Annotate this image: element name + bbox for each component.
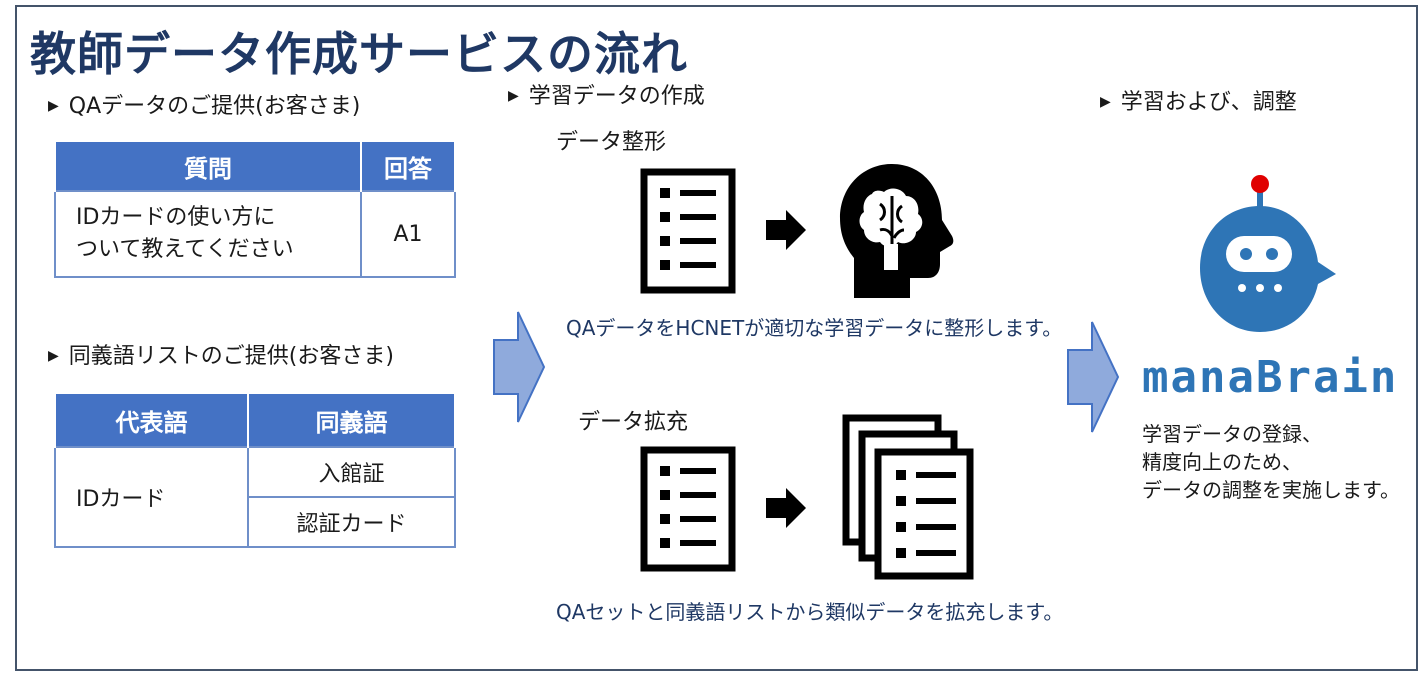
qa-question-line1: IDカードの使い方に (76, 205, 276, 230)
expand-title: データ拡充 (578, 410, 689, 435)
synonym-header-term: 代表語 (54, 392, 249, 447)
table-row: IDカード 入館証 (54, 446, 456, 548)
product-desc-line1: 学習データの登録、 (1142, 422, 1322, 446)
expand-caption: QAセットと同義語リストから類似データを拡充します。 (556, 600, 1064, 624)
product-description: 学習データの登録、 精度向上のため、 データの調整を実施します。 (1142, 420, 1400, 504)
qa-table-header: 質問 回答 (54, 140, 456, 191)
section-train-label: 学習および、調整 (1120, 90, 1297, 115)
qa-question-cell: IDカードの使い方に ついて教えてください (54, 190, 362, 278)
product-desc-line2: 精度向上のため、 (1142, 450, 1302, 474)
flow-arrow-icon (1067, 321, 1120, 433)
brain-head-icon (840, 164, 954, 298)
synonym-cell: 認証カード (247, 496, 456, 548)
product-logo: manaBrain (1142, 352, 1399, 403)
flow-arrow-icon (493, 311, 546, 423)
product-desc-line3: データの調整を実施します。 (1142, 478, 1400, 502)
format-caption: QAデータをHCNETが適切な学習データに整形します。 (566, 316, 1063, 340)
page-title: 教師データ作成サービスの流れ (30, 27, 688, 81)
section-qa: ▶ QAデータのご提供(お客さま) (48, 88, 360, 120)
synonym-table: 代表語 同義語 IDカード 入館証 認証カード (54, 392, 456, 548)
bullet-icon: ▶ (48, 98, 59, 114)
right-arrow-icon (766, 488, 806, 528)
qa-table: 質問 回答 IDカードの使い方に ついて教えてください A1 (54, 140, 456, 278)
list-document-icon (640, 446, 736, 572)
section-create: ▶ 学習データの作成 (508, 78, 705, 110)
bullet-icon: ▶ (508, 88, 519, 104)
document-stack-icon (842, 414, 974, 580)
synonym-header-synonyms: 同義語 (247, 392, 456, 447)
section-synonym-label: 同義語リストのご提供(お客さま) (68, 344, 394, 369)
section-synonym: ▶ 同義語リストのご提供(お客さま) (48, 338, 394, 370)
section-create-label: 学習データの作成 (528, 84, 705, 109)
bullet-icon: ▶ (1100, 94, 1111, 110)
qa-header-answer: 回答 (360, 140, 456, 191)
synonym-cell: 入館証 (247, 446, 456, 498)
qa-header-question: 質問 (54, 140, 362, 191)
qa-answer-cell: A1 (360, 190, 456, 278)
section-train: ▶ 学習および、調整 (1100, 84, 1297, 116)
slide-frame (15, 5, 1418, 671)
section-qa-label: QAデータのご提供(お客さま) (68, 94, 361, 119)
table-row: 認証カード (55, 496, 456, 548)
robot-chat-icon (1200, 175, 1336, 332)
table-row: IDカードの使い方に ついて教えてください A1 (54, 190, 456, 278)
right-arrow-icon (766, 210, 806, 250)
synonym-term-cell: IDカード (54, 446, 249, 548)
synonym-table-header: 代表語 同義語 (54, 392, 456, 447)
qa-question-line2: ついて教えてください (76, 237, 294, 262)
list-document-icon (640, 168, 736, 294)
bullet-icon: ▶ (48, 348, 59, 364)
format-title: データ整形 (556, 130, 667, 155)
